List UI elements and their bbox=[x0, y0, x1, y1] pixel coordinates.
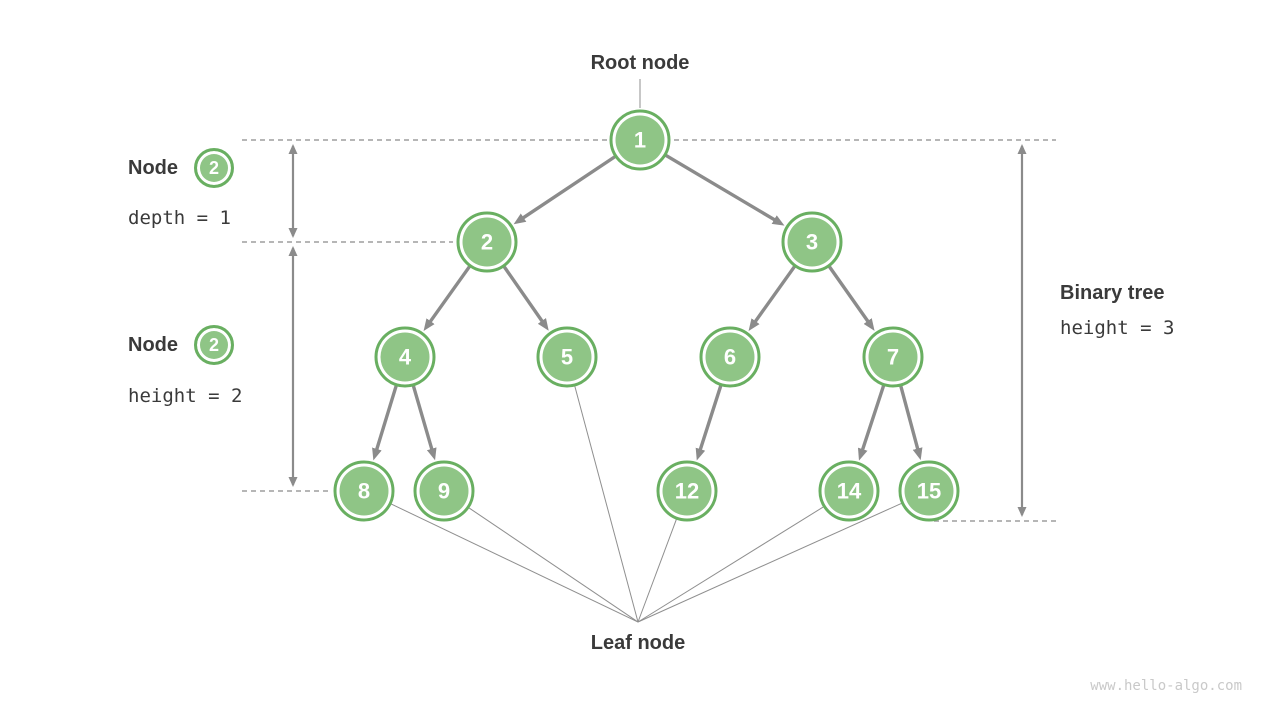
tree-edge-2-5 bbox=[502, 265, 549, 331]
tree-node-value: 9 bbox=[438, 479, 450, 504]
tree-node-value: 12 bbox=[675, 479, 699, 504]
tree-node-15: 15 bbox=[898, 460, 960, 522]
tree-edge-1-2 bbox=[513, 155, 616, 225]
tree-node-value: 14 bbox=[837, 479, 862, 504]
tree-node-6: 6 bbox=[699, 326, 761, 388]
tree-edge-4-9 bbox=[411, 385, 437, 461]
height-annotation: Node 2 bbox=[128, 325, 234, 365]
height-formula: height = 2 bbox=[128, 385, 243, 407]
tree-node-2: 2 bbox=[456, 211, 518, 273]
tree-edge-1-3 bbox=[664, 153, 785, 226]
tree-node-14: 14 bbox=[818, 460, 880, 522]
leaf-pointer-line-14 bbox=[637, 506, 824, 623]
tree-node-5: 5 bbox=[536, 326, 598, 388]
leaf-pointer-line-8 bbox=[390, 503, 639, 623]
leaf-pointer-line-5 bbox=[574, 385, 639, 623]
tree-node-7: 7 bbox=[862, 326, 924, 388]
tree-node-value: 4 bbox=[399, 345, 412, 370]
tree-edge-3-6 bbox=[748, 265, 796, 331]
tree-edge-2-4 bbox=[423, 265, 471, 331]
depth-annotation-node-badge: 2 bbox=[194, 148, 234, 188]
leaf-node-label: Leaf node bbox=[590, 632, 686, 654]
tree-node-value: 8 bbox=[358, 479, 370, 504]
depth-annotation: Node 2 bbox=[128, 148, 234, 188]
tree-edge-6-12 bbox=[695, 385, 723, 461]
tree-node-12: 12 bbox=[656, 460, 718, 522]
tree-node-1: 1 bbox=[609, 109, 671, 171]
tree-node-value: 5 bbox=[561, 345, 573, 370]
leaf-pointer-line-9 bbox=[468, 507, 639, 623]
watermark: www.hello-algo.com bbox=[1090, 678, 1242, 694]
leaf-pointer-line-12 bbox=[637, 518, 677, 623]
tree-edge-4-8 bbox=[372, 385, 398, 461]
tree-edge-7-15 bbox=[899, 385, 923, 461]
height-annotation-node-badge: 2 bbox=[194, 325, 234, 365]
tree-edge-3-7 bbox=[827, 265, 875, 331]
tree-node-3: 3 bbox=[781, 211, 843, 273]
tree-node-value: 2 bbox=[481, 230, 493, 255]
tree-node-4: 4 bbox=[374, 326, 436, 388]
leaf-pointer-line-15 bbox=[637, 502, 902, 623]
depth-annotation-title: Node bbox=[128, 157, 178, 179]
tree-edge-7-14 bbox=[857, 384, 886, 461]
tree-node-value: 1 bbox=[634, 128, 646, 153]
tree-node-8: 8 bbox=[333, 460, 395, 522]
tree-node-value: 15 bbox=[917, 479, 941, 504]
tree-node-value: 7 bbox=[887, 345, 899, 370]
tree-height-title: Binary tree bbox=[1060, 282, 1165, 304]
tree-node-value: 6 bbox=[724, 345, 736, 370]
height-annotation-title: Node bbox=[128, 334, 178, 356]
tree-node-value: 3 bbox=[806, 230, 818, 255]
root-node-label: Root node bbox=[590, 52, 690, 74]
tree-node-9: 9 bbox=[413, 460, 475, 522]
tree-height-formula: height = 3 bbox=[1060, 317, 1175, 339]
depth-formula: depth = 1 bbox=[128, 207, 231, 229]
